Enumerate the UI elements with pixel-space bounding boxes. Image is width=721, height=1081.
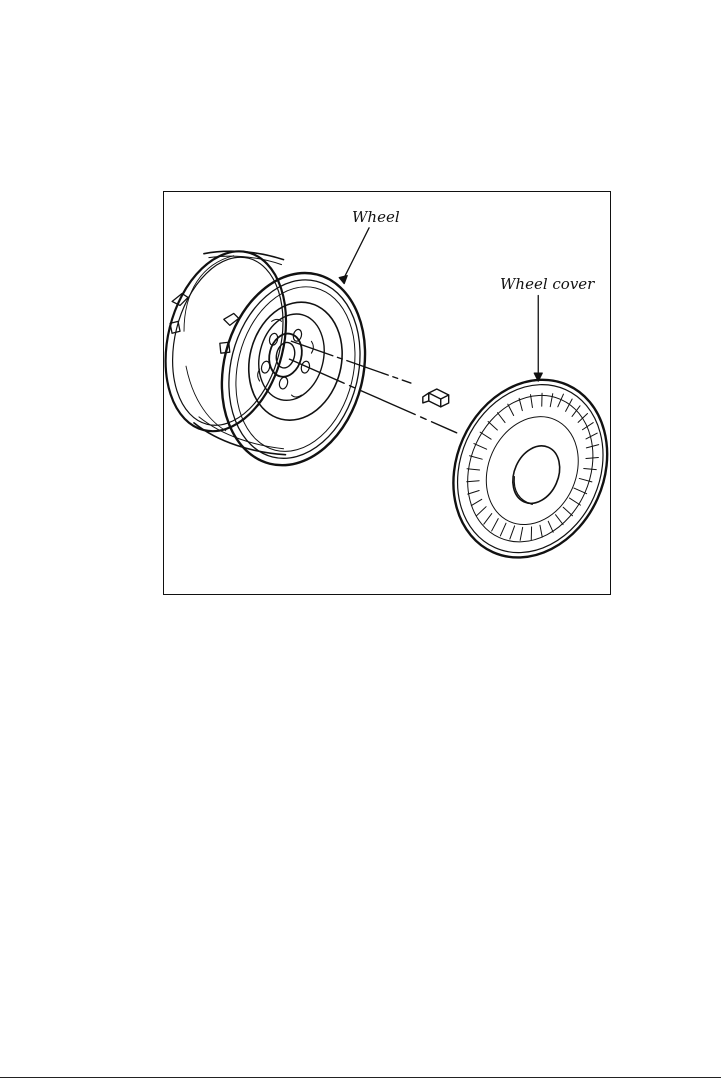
lug-nut-drawing (423, 389, 449, 407)
alignment-lines (289, 341, 456, 433)
wheel-cover-drawing (426, 355, 610, 582)
wheel-cover-label: Wheel cover (500, 275, 594, 293)
exploded-view-illustration (164, 192, 610, 594)
wheel-label: Wheel (352, 208, 400, 226)
wheel-cover-figure: Wheel Wheel cover (163, 191, 611, 595)
page-bottom-rule (0, 1077, 721, 1078)
wheel-drawing (164, 238, 385, 480)
label-leaders (339, 228, 542, 381)
